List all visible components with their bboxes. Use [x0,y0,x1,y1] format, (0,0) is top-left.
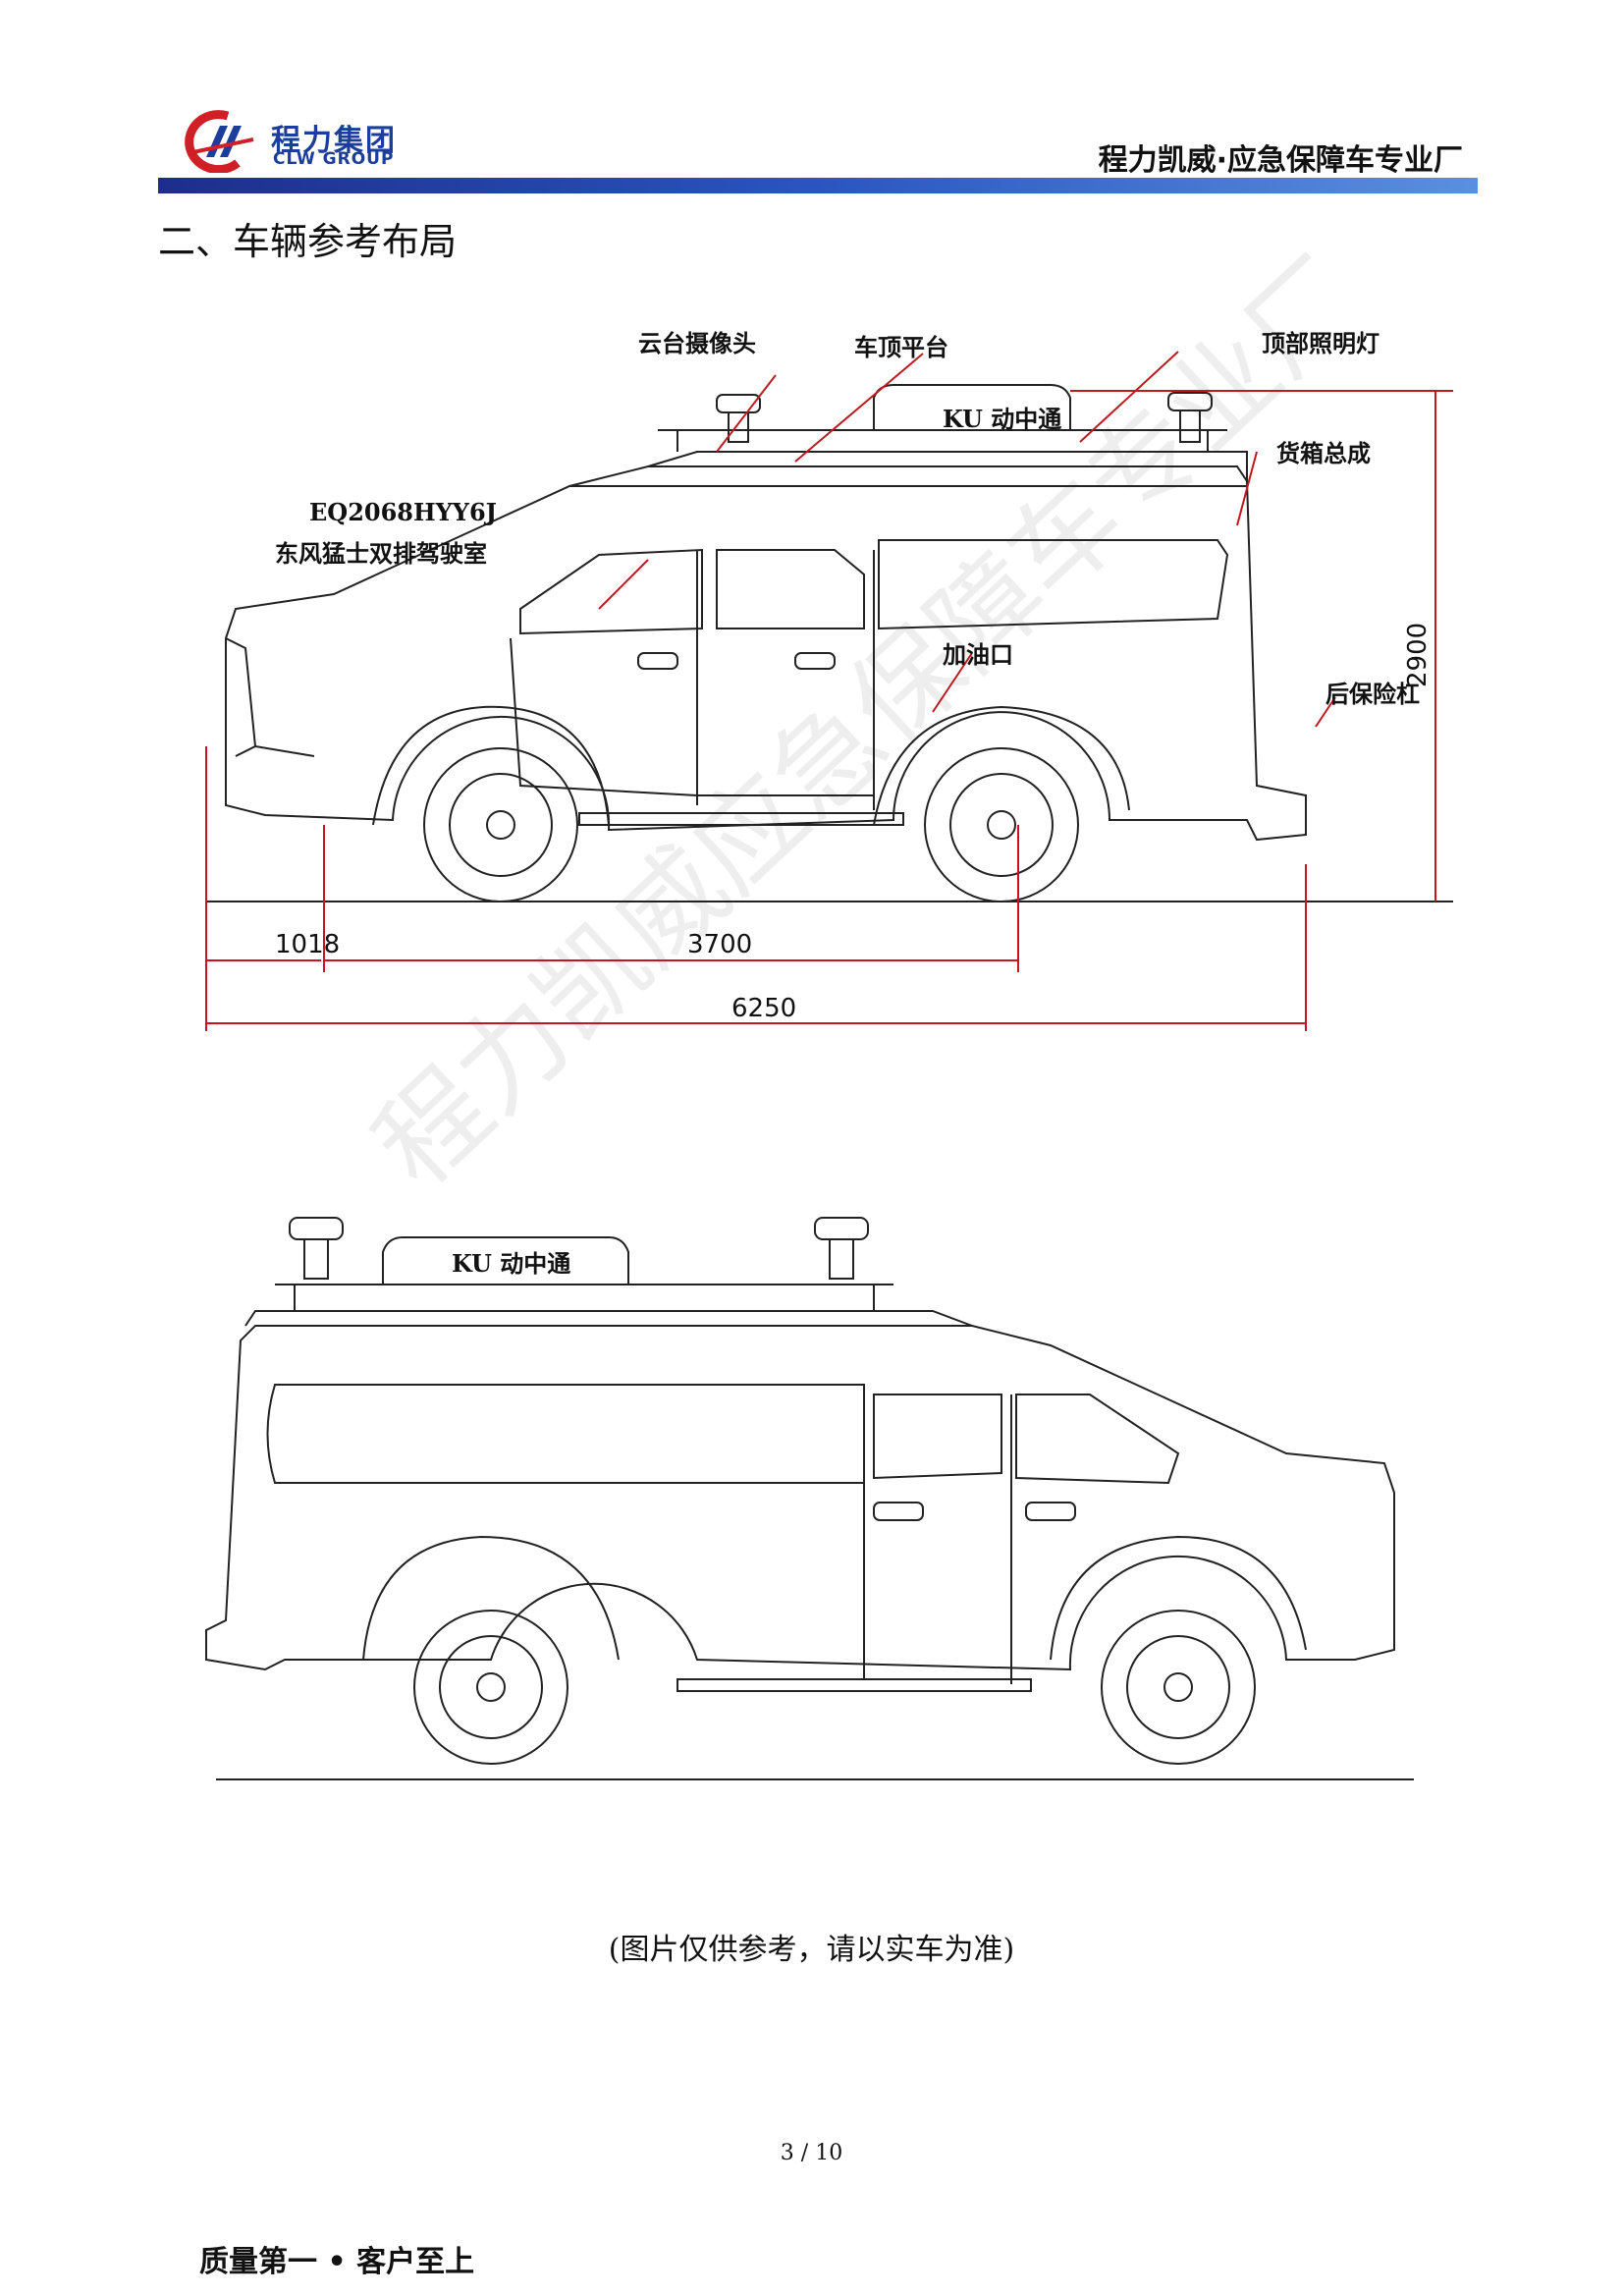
vehicle-side-view-mirrored: KU 动中通 [205,1217,1414,1780]
label-top-light: 顶部照明灯 [1262,329,1380,357]
label-rear-bumper: 后保险杠 [1325,680,1420,708]
vehicle-side-view-annotated: 云台摄像头 车顶平台 顶部照明灯 KU 动中通 货箱总成 EQ2068HYY6J… [205,329,1453,1031]
label-ku-antenna-2: KU 动中通 [452,1249,570,1278]
label-ku-antenna: KU 动中通 [943,405,1061,433]
dim-front-overhang: 1018 [275,930,340,959]
header-slogan: 程力凯威·应急保障车专业厂 [1098,143,1463,178]
dim-wheelbase: 3700 [687,930,752,959]
header-bar [158,178,1478,193]
section-title: 二、车辆参考布局 [158,220,458,263]
logo-chinese-text: 程力集团 [271,124,397,158]
page-number: 3 / 10 [780,2141,843,2165]
footer-motto: 质量第一 • 客户至上 [199,2245,475,2279]
label-cab: 东风猛士双排驾驶室 [275,539,487,568]
label-cargo-box: 货箱总成 [1276,439,1371,467]
logo-english-text: CLW GROUP [273,149,395,169]
label-roof-platform: 车顶平台 [854,333,948,361]
label-model: EQ2068HYY6J [309,498,497,526]
dim-overall-length: 6250 [731,994,796,1023]
dim-overall-height: 2900 [1403,623,1433,687]
label-ptz-camera: 云台摄像头 [638,329,756,357]
clw-logo-icon [169,110,263,175]
image-caption: (图片仅供参考，请以实车为准) [608,1933,1015,1967]
label-fuel-port: 加油口 [943,640,1013,669]
